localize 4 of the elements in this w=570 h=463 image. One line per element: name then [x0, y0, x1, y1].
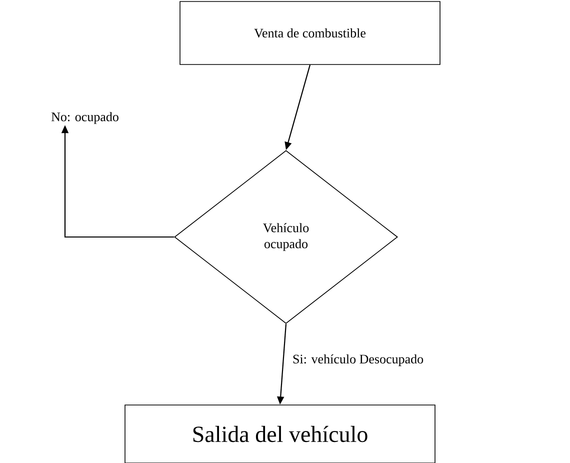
edge-label: Si: vehículo Desocupado	[292, 353, 425, 368]
process-box: Venta de combustible	[180, 1, 440, 65]
process-box: Salida del vehículo	[124, 404, 436, 463]
branch-label: No: ocupado	[51, 112, 118, 124]
